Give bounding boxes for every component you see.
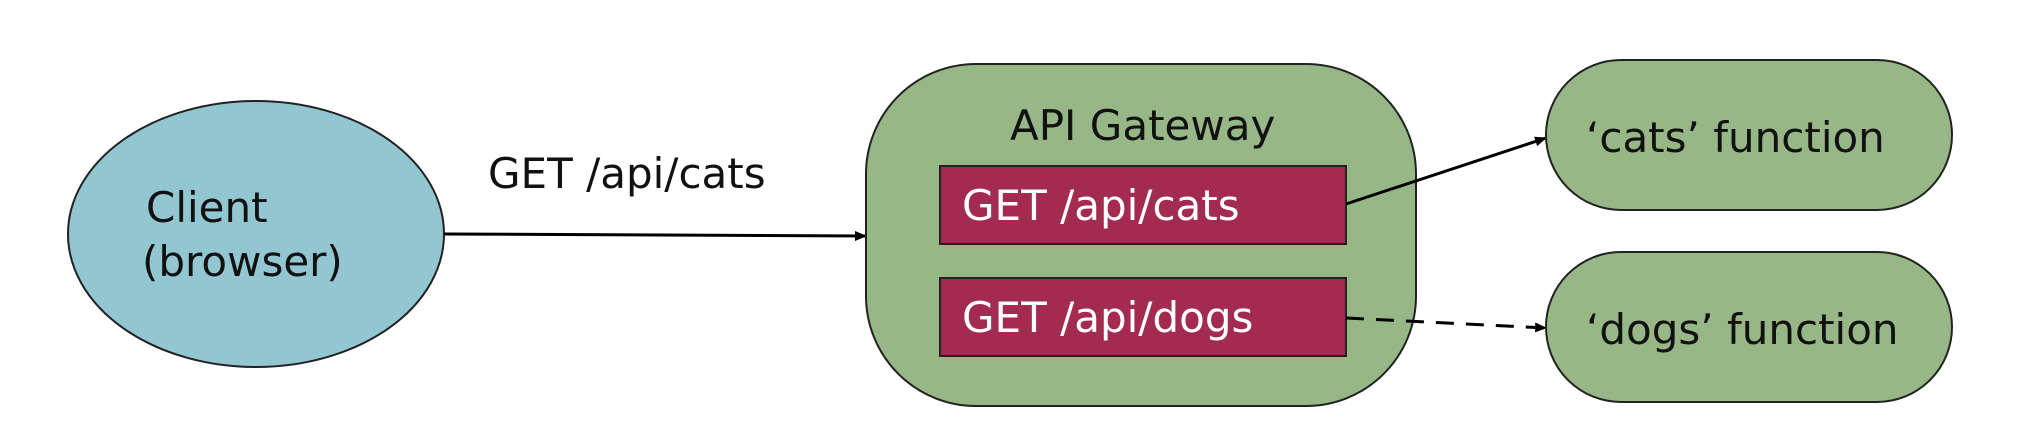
request-label: GET /api/cats — [488, 149, 766, 198]
gateway-node: API Gateway GET /api/cats GET /api/dogs — [865, 63, 1417, 407]
route-dogs-label: GET /api/dogs — [962, 293, 1253, 342]
cats-function-label: ‘cats’ function — [1586, 113, 1885, 162]
client-label-line1: Client — [146, 183, 268, 232]
cats-function-box — [1545, 59, 1953, 211]
request-edge: GET /api/cats — [443, 149, 867, 241]
client-node: Client (browser) — [67, 100, 445, 368]
request-arrow — [443, 230, 867, 241]
client-ellipse — [67, 100, 445, 368]
dogs-function-node: ‘dogs’ function — [1545, 251, 1953, 403]
dogs-route-arrow — [1345, 316, 1547, 333]
cats-route-arrow — [1345, 136, 1547, 206]
route-cats-label: GET /api/cats — [962, 181, 1240, 230]
dogs-function-label: ‘dogs’ function — [1586, 305, 1899, 354]
route-cats-box — [939, 165, 1347, 245]
dogs-function-box — [1545, 251, 1953, 403]
route-dogs-box — [939, 277, 1347, 357]
cats-function-node: ‘cats’ function — [1545, 59, 1953, 211]
client-label-line2: (browser) — [142, 237, 343, 286]
gateway-title: API Gateway — [1010, 101, 1275, 150]
